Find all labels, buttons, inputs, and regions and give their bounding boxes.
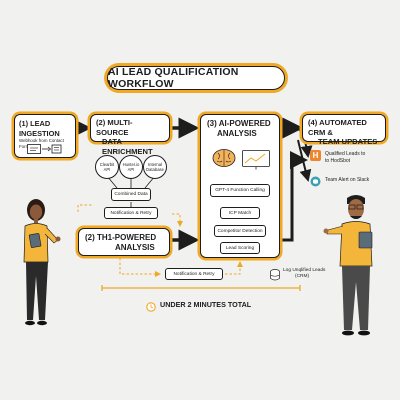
retry-loop-top <box>77 204 92 212</box>
webhook-icon <box>27 141 63 154</box>
brain-icon <box>212 148 236 168</box>
enrichment-heading-1: (2) MULTI-SOURCE <box>96 118 133 137</box>
source-clearbit: Clearbit API <box>95 155 119 179</box>
arrow-crm-to-slack <box>297 139 312 182</box>
database-icon <box>270 268 280 281</box>
th1-heading-2: ANALYSIS <box>115 242 155 252</box>
ai-step-lead-scoring: Lead Scoring <box>220 242 260 254</box>
footer-total-time: UNDER 2 MINUTES TOTAL <box>160 300 252 309</box>
enrichment-card: (2) MULTI-SOURCE DATA ENRICHMENT <box>90 114 170 156</box>
lead-ingestion-card: (1) LEAD INGESTION Webhook from Contact … <box>14 114 76 158</box>
source-internal-db: Internal Database <box>143 155 167 179</box>
hubspot-icon: H <box>310 150 321 161</box>
retry-loop-bottom <box>119 258 161 277</box>
ai-step-gpt4: GPT-4 Function Calling <box>210 184 270 197</box>
th1-analysis-card: (2) TH1-POWERED ANALYSIS <box>78 228 170 256</box>
ai-step-competitor: Competitor Detection <box>214 225 266 237</box>
woman-with-tablet-illustration <box>14 196 64 334</box>
ai-heading-1: (3) AI-POWERED <box>207 119 271 128</box>
ai-heading-2: ANALYSIS <box>217 128 257 138</box>
retry-box-upper[interactable]: Notification & Retry <box>104 207 158 219</box>
ai-step-icp-match: ICP Match <box>220 207 260 219</box>
crm-updates-card: (4) AUTOMATED CRM & TEAM UPDATES <box>302 114 386 146</box>
chart-monitor-icon <box>242 150 270 170</box>
enrichment-heading-2: DATA ENRICHMENT <box>102 137 153 156</box>
lead-ingestion-caption: Webhook from Contact Form <box>19 138 64 150</box>
crm-heading-2: TEAM UPDATES <box>318 137 378 147</box>
crm-heading-1: (4) AUTOMATED CRM & <box>308 118 367 137</box>
retry-loop-down <box>172 213 183 227</box>
slack-icon <box>310 174 321 187</box>
clock-icon <box>146 299 156 312</box>
source-hunter: Hunter.io API <box>119 155 143 179</box>
qualified-leads-label: Qualified Leads to to HodSbot <box>325 151 366 164</box>
combined-data-box: Combined Data <box>111 188 151 201</box>
slack-alert-label: Team Alert on Slack <box>325 177 370 183</box>
page-title: AI LEAD QUALIFICATION WORKFLOW <box>107 66 285 90</box>
man-with-tablet-illustration <box>322 192 386 340</box>
retry-box-lower[interactable]: Notification & Retry <box>165 268 223 280</box>
retry-loop-up <box>225 261 243 275</box>
lead-ingestion-heading: (1) LEAD INGESTION <box>19 119 60 138</box>
arrow-ai-bottom-loop <box>280 151 308 242</box>
th1-heading-1: (2) TH1-POWERED <box>85 233 157 242</box>
log-unqualified-label: Log Unqlified Leads (CRM) <box>283 268 326 279</box>
